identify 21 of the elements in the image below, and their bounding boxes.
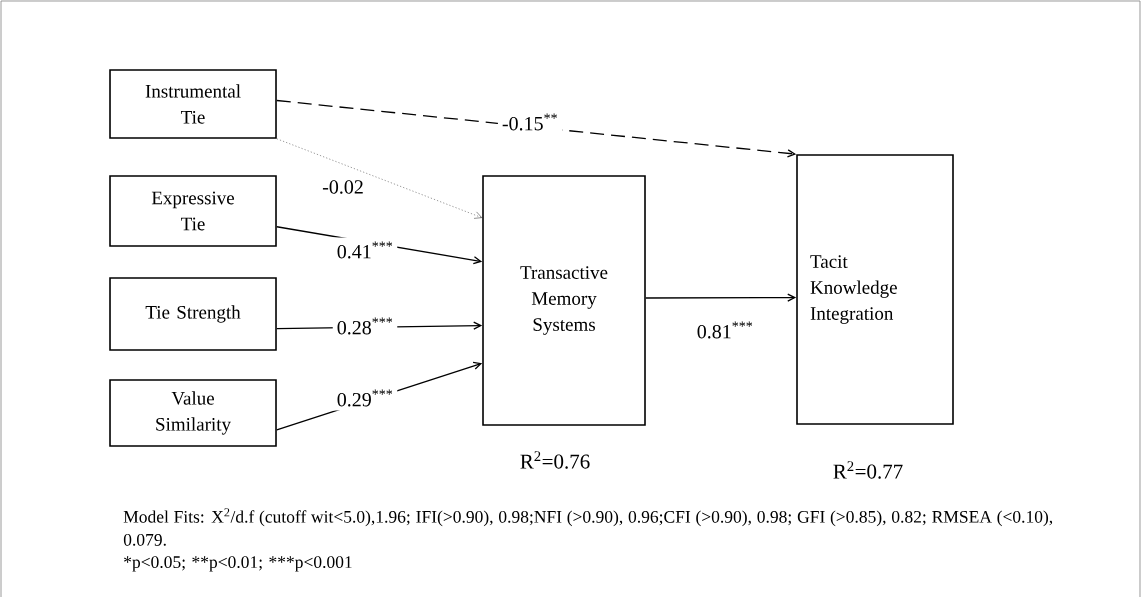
variable-box: Expressive Tie: [109, 175, 277, 247]
footnote: Model Fits: X$^{2}$/d.f (cutoff wit<5.0),1.96; IFI(>0.90), 0.98;NFI (>0.90), 0.96;CFI (>0.90), 0.98; GFI (>0.85), 0.82; RMSEA (<0.10), 0.079.: [123, 508, 1053, 546]
arrow: [645, 293, 797, 302]
edge-label: 0.81$^{***}$: [692, 317, 758, 343]
r-squared-label: R$^{2}$=0.77: [833, 461, 903, 479]
edge-label: -0.02: [318, 176, 368, 198]
arrow: [276, 99, 797, 158]
footnote: **p<0.01;: [192, 556, 262, 572]
edge-label: 0.28$^{***}$: [332, 313, 398, 339]
edge-label: 0.29$^{***}$: [332, 385, 398, 411]
footnote: ***p<0.001: [269, 556, 352, 572]
footnote: *p<0.05;: [124, 556, 185, 572]
edge-label: -0.15$^{**}$: [497, 109, 563, 135]
variable-box: Value Similarity: [109, 379, 277, 447]
variable-box: Instrumental Tie: [109, 69, 277, 139]
variable-box: Tie Strength: [109, 277, 277, 351]
arrow: [276, 138, 482, 219]
r-squared-label: R$^{2}$=0.76: [520, 451, 590, 469]
variable-box: Tacit Knowledge Integration: [796, 154, 954, 425]
variable-box: Transactive Memory Systems: [482, 175, 646, 426]
edge-label: 0.41$^{***}$: [332, 237, 398, 263]
